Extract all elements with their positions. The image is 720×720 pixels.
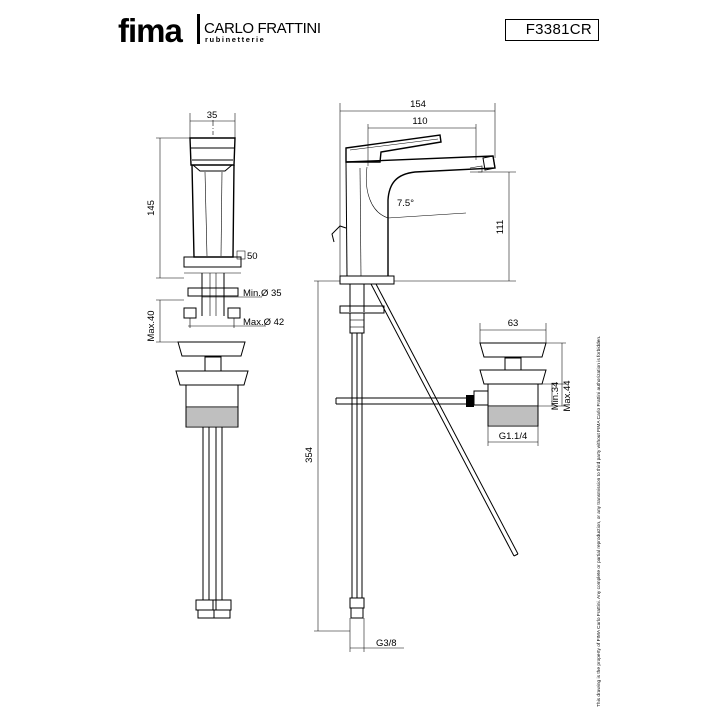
dim-hole-max: Max.Ø 42: [243, 317, 284, 328]
copyright-notice: This drawing is the property of FIMA Car…: [596, 336, 602, 707]
dim-hose-length: 354: [304, 447, 315, 463]
fima-logo: fima CARLO FRATTINI rubinetterie: [118, 12, 321, 49]
dim-waste-max: Max.44: [562, 380, 573, 411]
dim-spout-height: 111: [495, 220, 506, 234]
dim-waste-thread: G1.1/4: [499, 431, 528, 442]
brand-logo: fima: [118, 12, 184, 49]
partner-subtitle: rubinetterie: [205, 35, 265, 44]
partner-name: CARLO FRATTINI: [204, 20, 321, 37]
dim-overall-reach: 154: [410, 99, 426, 110]
front-thread: [186, 408, 238, 426]
front-view: 35 145 50 Min.Ø 35 Max.Ø 42 Max.40: [146, 110, 284, 619]
dim-waste-width: 63: [508, 318, 519, 329]
product-code-box: F3381CR: [505, 19, 599, 41]
dim-hole-min: Min.Ø 35: [243, 288, 282, 299]
dim-spout-reach: 110: [412, 116, 427, 127]
dim-spout-width: 35: [207, 110, 218, 121]
dim-square-base: 50: [247, 251, 258, 262]
side-view: 154 110 7.5° 111 354 G3/8: [304, 99, 519, 652]
dim-supply-thread: G3/8: [376, 638, 397, 649]
dim-waste-min: Min.34: [550, 382, 561, 411]
logo-divider: [197, 14, 200, 44]
dim-deck-max: Max.40: [146, 310, 157, 341]
waste-detail: 63 Min.34 Max.44 G1.1/4: [473, 318, 573, 446]
dim-spout-angle: 7.5°: [397, 198, 414, 209]
waste-thread: [488, 407, 538, 425]
dim-body-height: 145: [146, 200, 157, 216]
